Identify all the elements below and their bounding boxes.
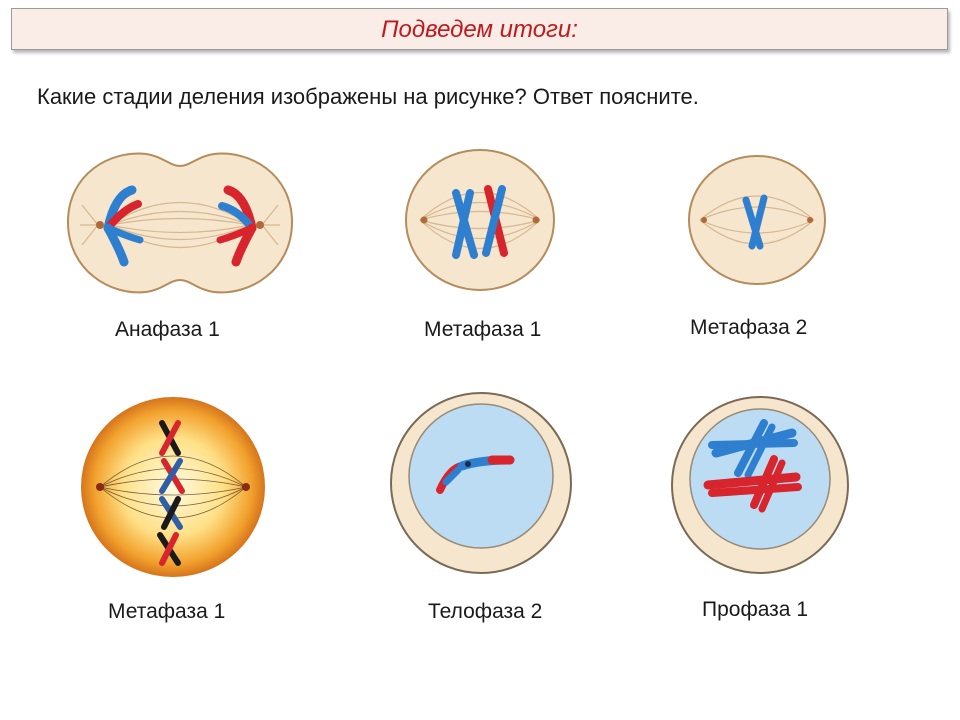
cell-metaphase-1-bottom: [81, 397, 265, 577]
cell-label-metaphase-1-top: Метафаза 1: [424, 318, 542, 341]
cell-anaphase-1: [66, 152, 294, 294]
cell-telophase-2: [390, 392, 572, 574]
slide-title: Подведем итоги:: [381, 16, 578, 43]
cell-metaphase-1-top: [405, 149, 555, 291]
cell-label-telophase-2: Телофаза 2: [428, 600, 543, 623]
question-text: Какие стадии деления изображены на рисун…: [37, 84, 699, 109]
slide-title-bar: Подведем итоги:: [11, 8, 948, 50]
cell-metaphase-2: [688, 155, 826, 285]
cell-prophase-1: [671, 396, 849, 574]
cell-label-anaphase-1: Анафаза 1: [115, 318, 220, 341]
cell-label-prophase-1: Профаза 1: [702, 598, 808, 621]
cell-label-metaphase-2: Метафаза 2: [690, 316, 808, 339]
cell-label-metaphase-1-bottom: Метафаза 1: [108, 600, 226, 623]
